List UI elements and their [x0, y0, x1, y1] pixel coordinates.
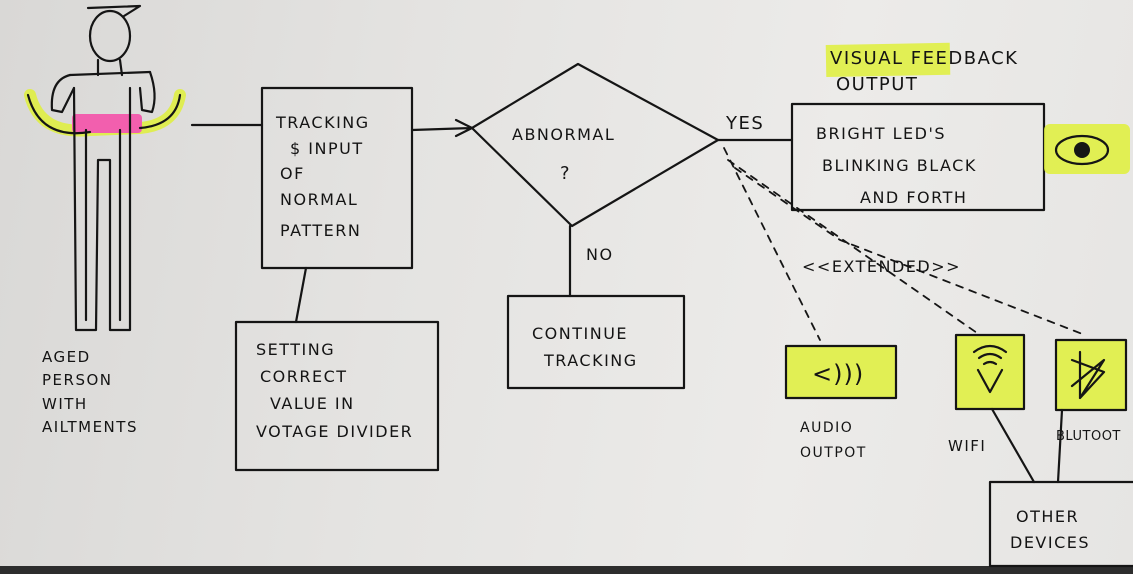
person-line-4: AILTMENTS [42, 417, 138, 436]
decision-question-mark: ? [560, 163, 572, 184]
extended-label: <<EXTENDED>> [802, 257, 962, 276]
tracking-line-2: $ INPUT [290, 138, 364, 158]
edge-bluetooth-to-devices [1056, 408, 1064, 484]
tracking-box-label: TRACKING $ INPUT OF NORMAL PATTERN [276, 110, 370, 244]
led-box-label: BRIGHT LED'S BLINKING BLACK AND FORTH [816, 118, 977, 214]
edge-tracking-to-decision [410, 118, 474, 138]
dashed-to-wifi [727, 159, 981, 336]
led-line-1: BRIGHT LED'S [816, 124, 946, 143]
visual-feedback-heading: VISUAL FEEDBACK OUTPUT [830, 46, 1018, 98]
edge-tracking-to-setting [294, 266, 308, 324]
bluetooth-icon [1054, 338, 1128, 412]
wifi-caption: WIFI [948, 437, 987, 455]
speaker-icon [784, 344, 898, 400]
devices-label: OTHER DEVICES [1010, 504, 1090, 555]
person-line-1: AGED [42, 348, 91, 366]
no-label: NO [586, 245, 614, 264]
person-figure-icon [24, 4, 186, 332]
person-label: AGED PERSON WITH AILTMENTS [42, 346, 138, 439]
person-line-2: PERSON [42, 371, 113, 390]
continue-box-label: CONTINUE TRACKING [532, 320, 638, 374]
bottom-edge [0, 566, 1133, 574]
tracking-line-3: OF [280, 164, 305, 184]
audio-icon-glyph: <))) [812, 360, 865, 388]
audio-caption: AUDIO OUTPOT [800, 416, 867, 466]
edge-wifi-to-devices [990, 407, 1036, 484]
visual-feedback-line-2: OUTPUT [836, 74, 919, 96]
visual-feedback-line-1: VISUAL FEEDBACK [830, 48, 1019, 69]
visual-feedback-highlight [825, 42, 951, 77]
setting-box [234, 320, 440, 472]
yes-label: YES [726, 113, 765, 134]
setting-line-1: SETTING [256, 340, 336, 359]
devices-line-1: OTHER [1016, 507, 1080, 526]
decision-label: ABNORMAL [512, 125, 616, 144]
person-line-3: WITH [42, 394, 88, 413]
tracking-line-4: NORMAL [280, 189, 359, 209]
setting-line-4: VOTAGE DIVIDER [256, 421, 414, 441]
setting-box-label: SETTING CORRECT VALUE IN VOTAGE DIVIDER [256, 336, 413, 445]
audio-caption-line-1: AUDIO [800, 420, 854, 436]
devices-box [988, 480, 1133, 568]
continue-box [506, 294, 686, 390]
bluetooth-caption: BLUTOOT [1056, 429, 1121, 444]
continue-line-1: CONTINUE [532, 324, 629, 343]
dashed-to-bluetooth [734, 167, 1086, 336]
audio-caption-line-2: OUTPOT [800, 445, 867, 462]
tracking-line-5: PATTERN [280, 221, 362, 241]
setting-line-2: CORRECT [260, 367, 348, 387]
tracking-line-1: TRACKING [276, 113, 370, 132]
dashed-to-audio [723, 147, 821, 341]
setting-line-3: VALUE IN [270, 394, 355, 414]
continue-line-2: TRACKING [544, 351, 638, 371]
led-line-2: BLINKING BLACK [822, 156, 977, 175]
tracking-box [260, 86, 414, 270]
led-line-3: AND FORTH [860, 188, 968, 207]
eye-icon [1044, 124, 1130, 174]
devices-line-2: DEVICES [1010, 532, 1091, 552]
wifi-icon [954, 333, 1026, 411]
